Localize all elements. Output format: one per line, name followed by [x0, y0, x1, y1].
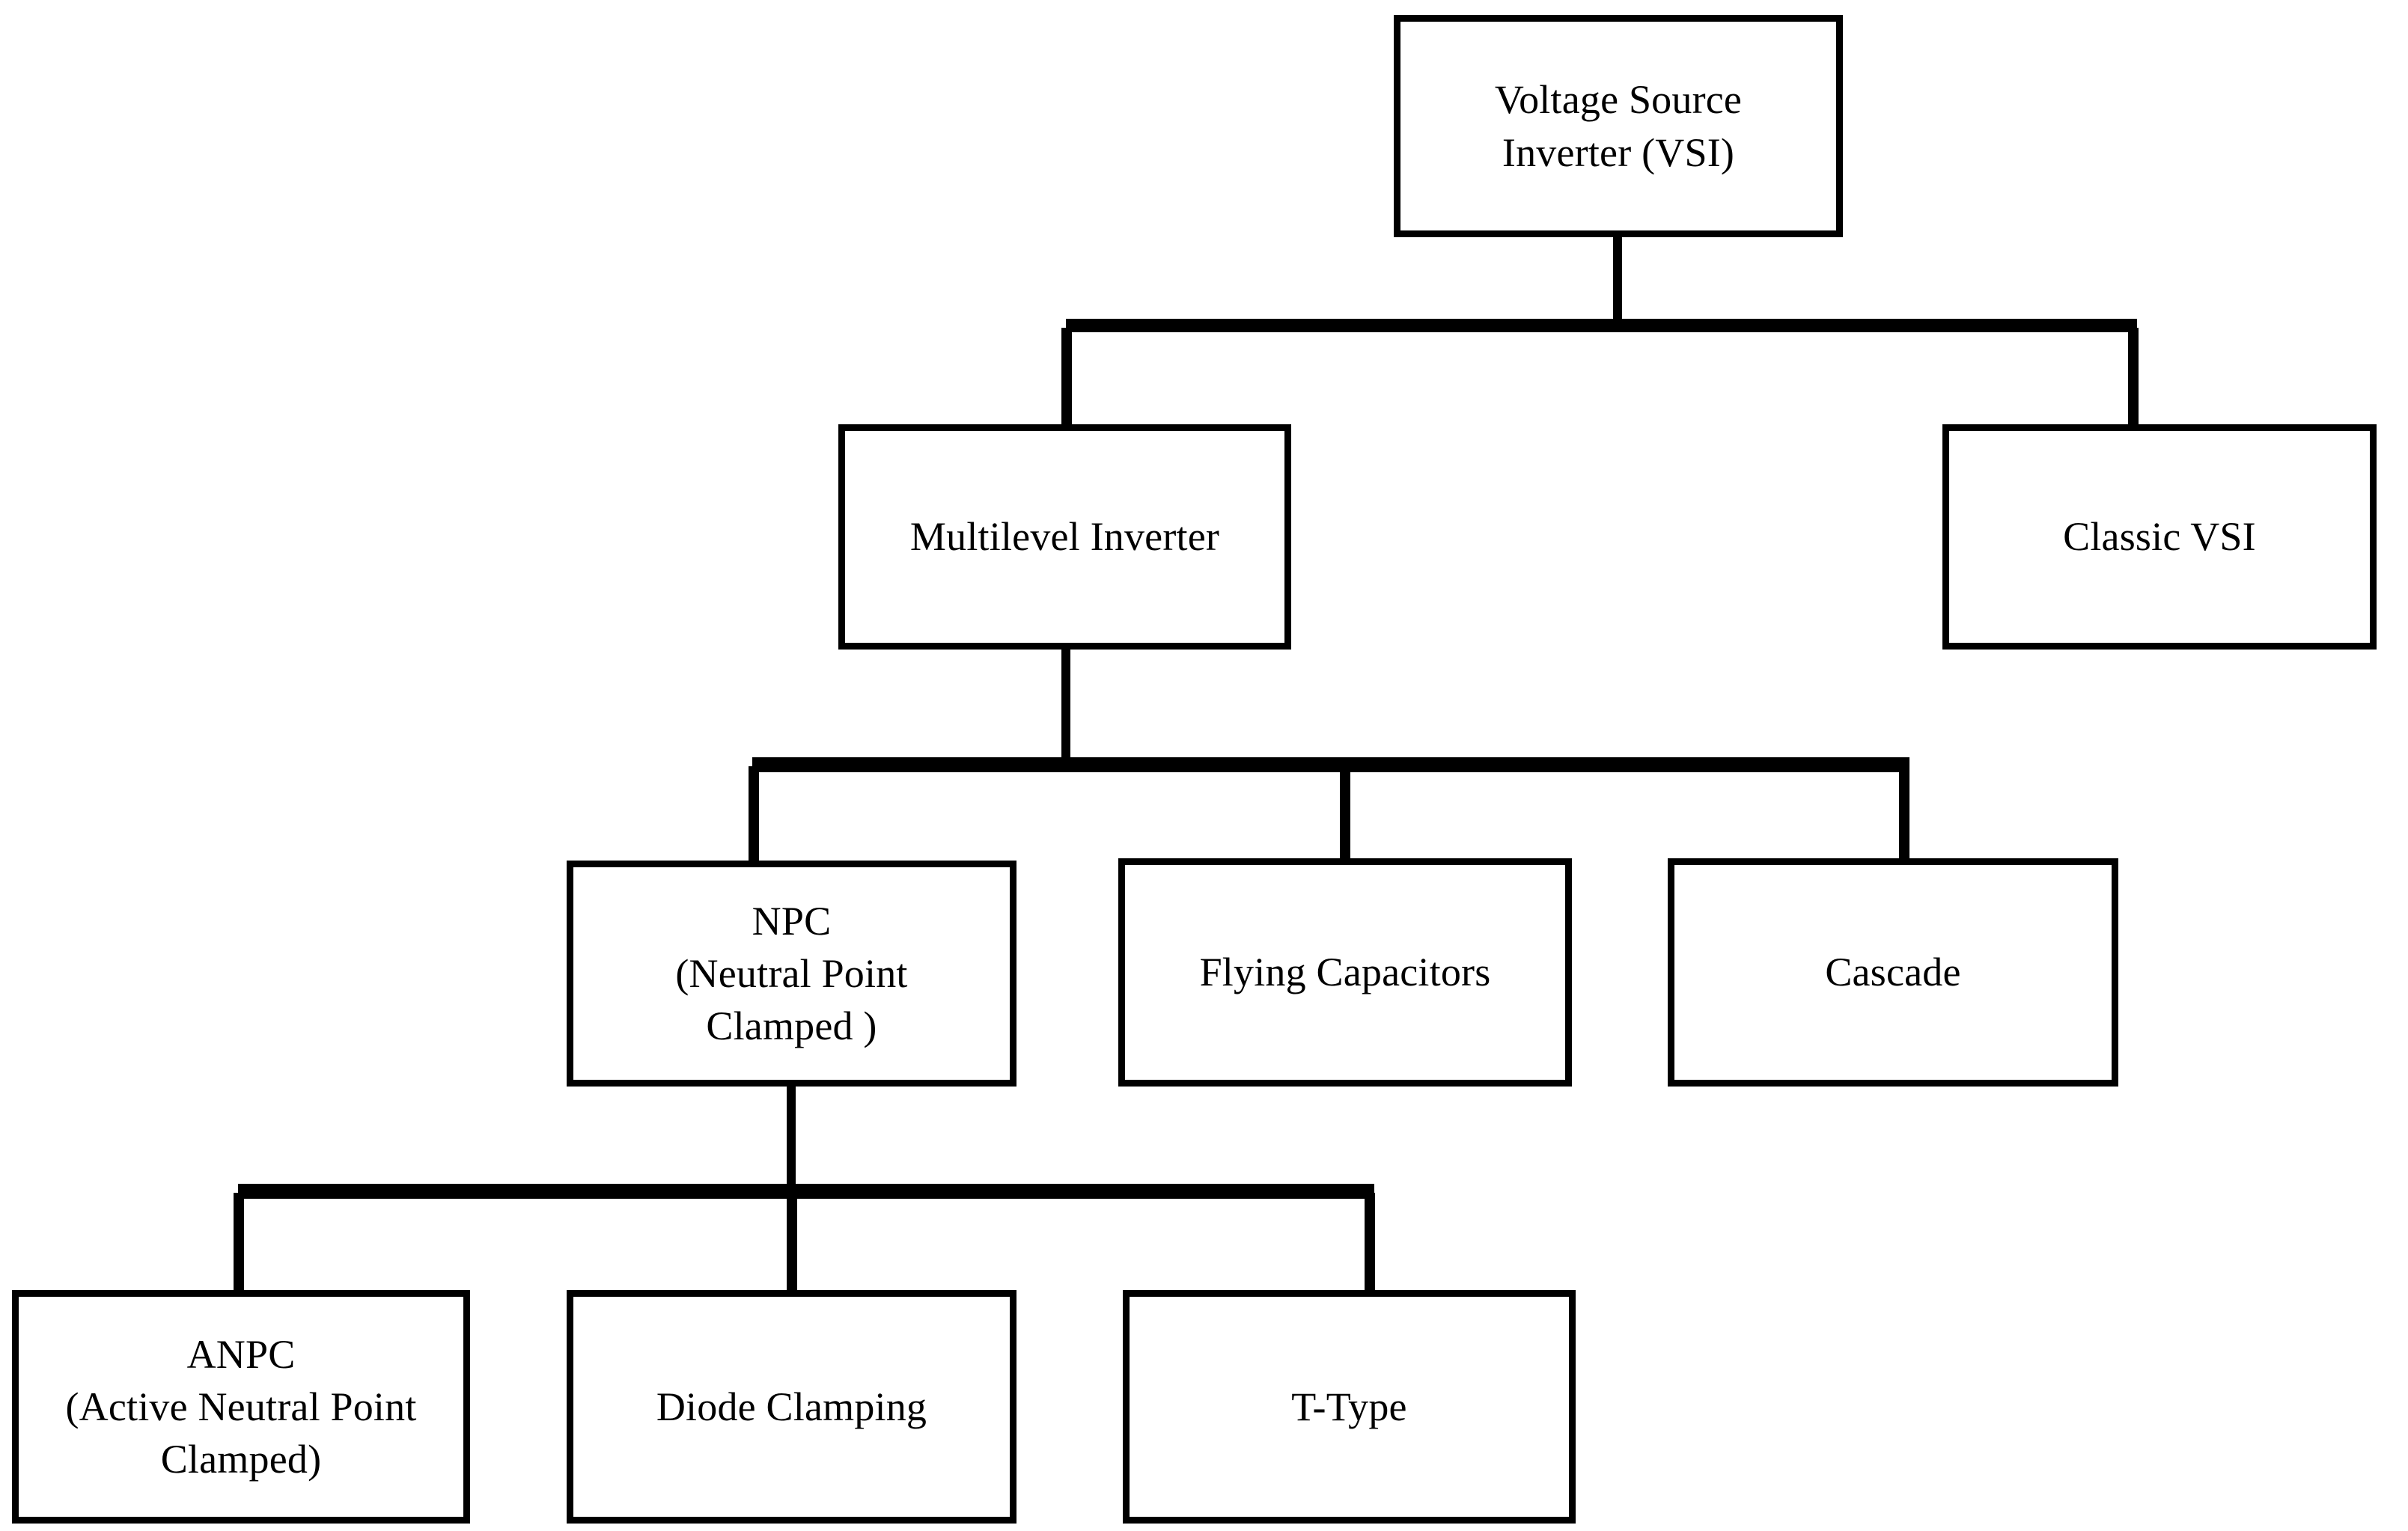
- node-label-npc: NPC (Neutral Point Clamped ): [675, 898, 908, 1049]
- connector-bus-level1: [1066, 319, 2137, 332]
- connector-bus-level3: [238, 1184, 1374, 1199]
- node-multilevel-inverter[interactable]: Multilevel Inverter: [838, 424, 1291, 650]
- node-label-anpc: ANPC (Active Neutral Point Clamped): [65, 1331, 417, 1482]
- node-label-multilevel-inverter: Multilevel Inverter: [909, 514, 1220, 560]
- node-voltage-source-inverter[interactable]: Voltage Source Inverter (VSI): [1394, 15, 1843, 237]
- connector-leg-multilevel: [1061, 328, 1072, 426]
- node-anpc-active-neutral-point-clamped[interactable]: ANPC (Active Neutral Point Clamped): [12, 1290, 470, 1524]
- node-label-diode-clamping: Diode Clamping: [656, 1384, 927, 1429]
- node-flying-capacitors[interactable]: Flying Capacitors: [1118, 858, 1572, 1087]
- connector-leg-t-type: [1365, 1193, 1375, 1292]
- node-diode-clamping[interactable]: Diode Clamping: [567, 1290, 1016, 1524]
- connector-leg-npc: [749, 766, 759, 862]
- connector-vsi-stem: [1613, 237, 1622, 328]
- connector-leg-diode-clamping: [787, 1193, 797, 1292]
- node-label-classic-vsi: Classic VSI: [2063, 514, 2256, 560]
- connector-multilevel-stem: [1061, 650, 1070, 766]
- node-label-t-type: T-Type: [1291, 1384, 1407, 1429]
- connector-bus-level2: [752, 757, 1909, 772]
- node-npc-neutral-point-clamped[interactable]: NPC (Neutral Point Clamped ): [567, 861, 1016, 1087]
- connector-leg-cascade: [1899, 766, 1909, 861]
- connector-leg-anpc: [234, 1193, 244, 1292]
- node-t-type[interactable]: T-Type: [1123, 1290, 1576, 1524]
- node-cascade[interactable]: Cascade: [1668, 858, 2118, 1087]
- connector-leg-flying-capacitors: [1340, 766, 1350, 861]
- node-classic-vsi[interactable]: Classic VSI: [1942, 424, 2377, 650]
- connector-npc-stem: [787, 1087, 796, 1193]
- node-label-cascade: Cascade: [1825, 950, 1961, 995]
- node-label-vsi: Voltage Source Inverter (VSI): [1494, 77, 1743, 175]
- connector-leg-classic-vsi: [2128, 328, 2139, 426]
- node-label-flying-capacitors: Flying Capacitors: [1199, 950, 1491, 995]
